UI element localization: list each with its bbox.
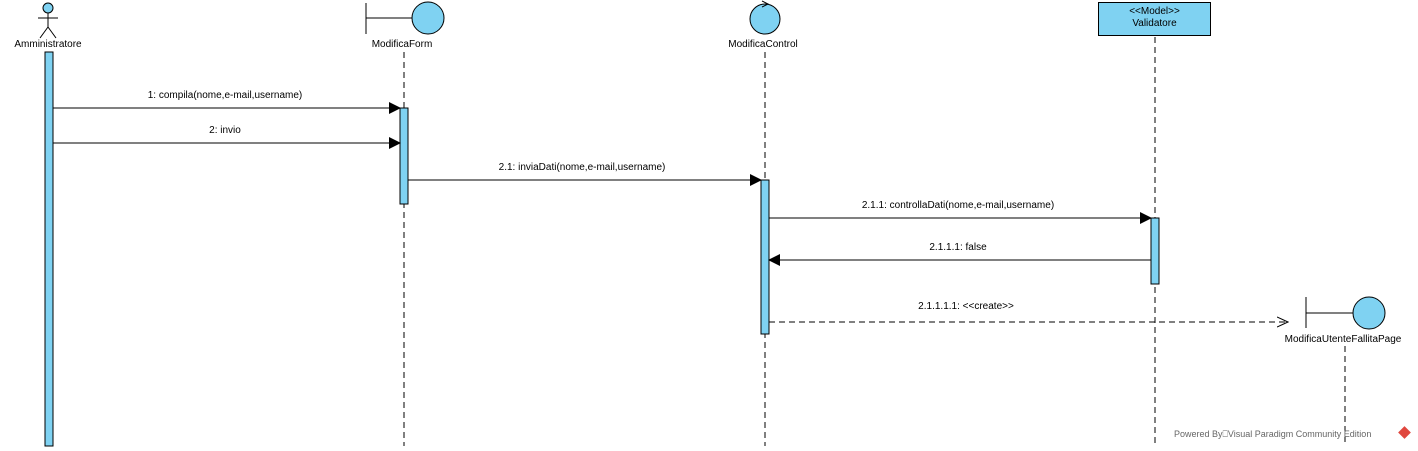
activation-bar-amministratore: [44, 51, 54, 447]
actor-icon: [38, 2, 58, 39]
activation-bar-validatore: [1150, 217, 1160, 285]
message-label: 2: invio: [209, 125, 241, 136]
stereotype-label: <<Model>>: [1129, 6, 1180, 17]
model-box-validatore: <<Model>> Validatore: [1098, 2, 1211, 36]
message-label: 2.1: inviaDati(nome,e-mail,username): [498, 162, 666, 173]
control-icon: [749, 0, 781, 35]
participant-label-modificaform: ModificaForm: [371, 39, 433, 50]
participant-label-validatore: Validatore: [1132, 18, 1177, 29]
participant-label-modificautentefallitapage: ModificaUtenteFallitaPage: [1284, 334, 1402, 345]
boundary-icon: [1305, 296, 1386, 330]
activation-bar-modificacontrol: [760, 179, 770, 335]
message-label: 1: compila(nome,e-mail,username): [147, 90, 303, 101]
message-label: 2.1.1.1: false: [929, 242, 987, 253]
activation-bar-modificaform: [399, 107, 409, 205]
watermark-text: Powered By⎕Visual Paradigm Community Edi…: [1174, 429, 1372, 439]
message-label: 2.1.1.1.1: <<create>>: [918, 301, 1014, 312]
message-label: 2.1.1: controllaDati(nome,e-mail,usernam…: [861, 200, 1055, 211]
boundary-icon: [365, 1, 445, 35]
participant-label-modificacontrol: ModificaControl: [728, 39, 798, 50]
participant-label-amministratore: Amministratore: [14, 39, 82, 50]
